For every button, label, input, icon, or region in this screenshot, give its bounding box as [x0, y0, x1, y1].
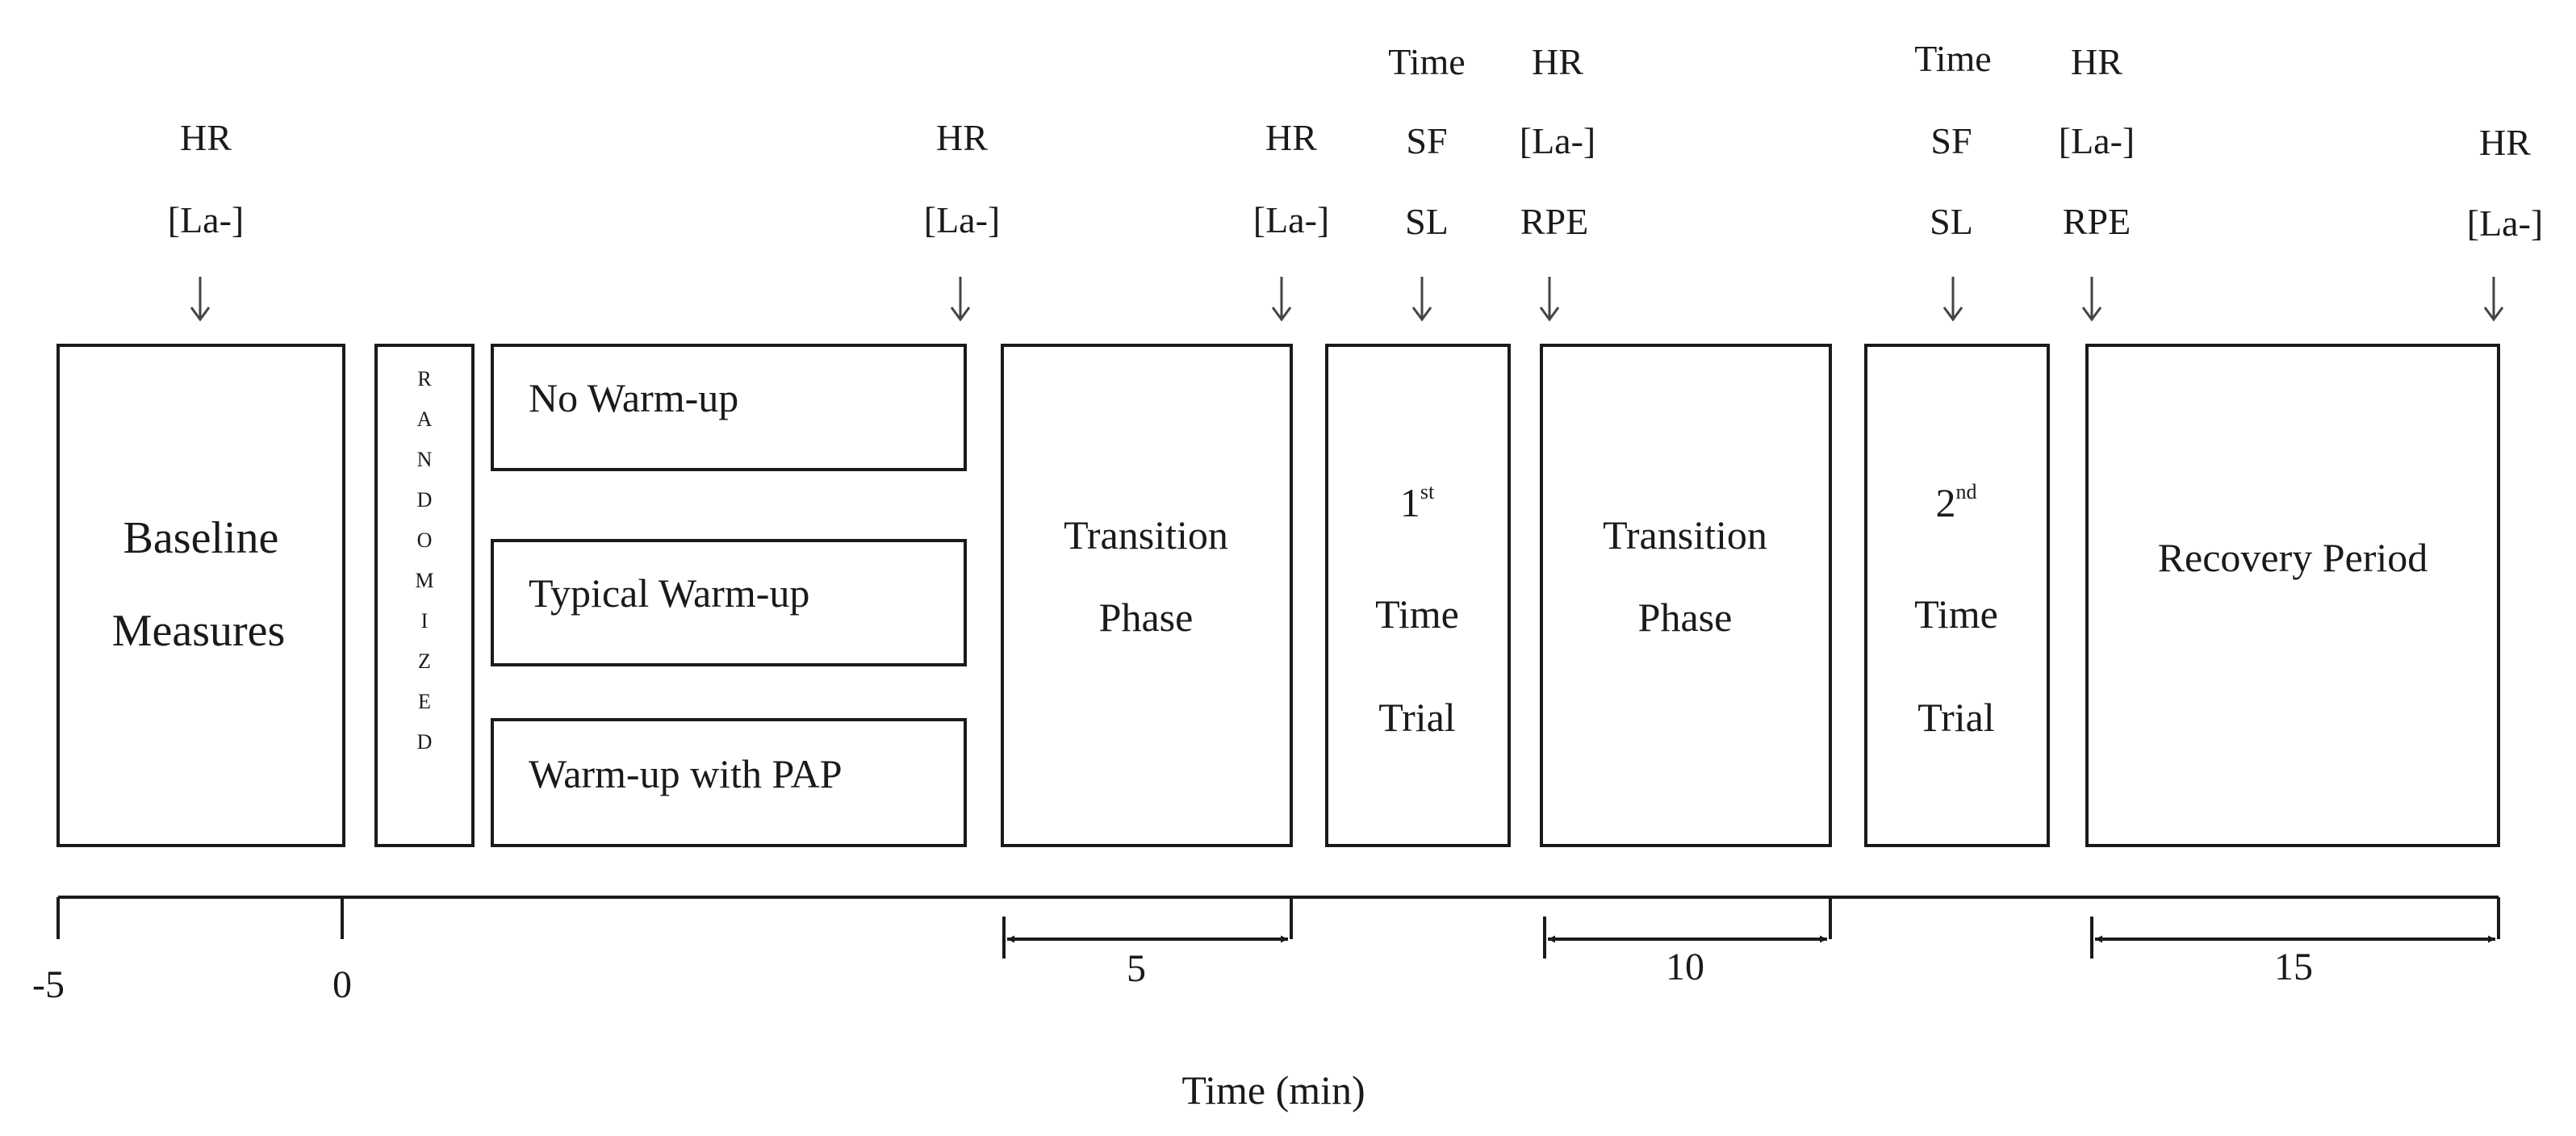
measure-label: SL — [1930, 201, 1973, 242]
randomized-letter: A — [417, 407, 433, 431]
trial-ordinal: 2nd — [1936, 480, 1977, 525]
transition-phase-label: Transition — [1603, 512, 1767, 558]
trial-ordinal-number: 2 — [1936, 480, 1956, 525]
baseline-box-label: Baseline — [123, 513, 279, 563]
measure-label: HR — [180, 117, 232, 158]
randomized-letter: R — [417, 367, 432, 390]
measure-label: RPE — [2063, 201, 2131, 242]
down-arrow-icon — [950, 277, 971, 322]
no-warmup-box: No Warm-up — [491, 344, 967, 471]
trial-label: Trial — [1917, 695, 1994, 740]
measures-end-transition-1: HR [La-] — [1253, 117, 1329, 322]
randomized-letter: Z — [418, 649, 431, 673]
measures-after-trial2: HR [La-] RPE — [2059, 41, 2135, 322]
measures-after-trial1: HR [La-] RPE — [1520, 41, 1595, 322]
duration-5-marker: 5 — [1002, 917, 1288, 990]
measures-end-recovery: HR [La-] — [2467, 122, 2543, 322]
randomized-letter: O — [417, 528, 433, 552]
randomized-letter: D — [417, 730, 433, 754]
measure-label: SF — [1406, 120, 1447, 161]
duration-label: 5 — [1127, 947, 1146, 990]
randomized-letter: I — [421, 609, 429, 633]
trial-ordinal-number: 1 — [1400, 480, 1420, 525]
typical-warmup-box: Typical Warm-up — [491, 539, 967, 666]
trial-ordinal: 1st — [1400, 480, 1435, 525]
timeline: -5 0 5 10 15 Time (min) — [32, 896, 2500, 1113]
trial-label: Time — [1914, 591, 1998, 637]
trial-ordinal-suffix: st — [1420, 480, 1435, 503]
trial-2-box: 2nd Time Trial — [1864, 344, 2050, 847]
measure-label: SL — [1405, 201, 1449, 242]
measure-label: [La-] — [2059, 120, 2135, 161]
measures-trial1: Time SF SL — [1388, 41, 1466, 322]
duration-15-marker: 15 — [2090, 917, 2495, 988]
down-arrow-icon — [1539, 277, 1560, 322]
measure-label: Time — [1388, 41, 1465, 82]
transition-phase-1-box: Transition Phase — [1001, 344, 1293, 847]
baseline-box-label: Measures — [112, 606, 286, 656]
transition-phase-label: Transition — [1064, 512, 1228, 558]
measure-label: [La-] — [168, 199, 244, 240]
measures-after-warmup: HR [La-] — [924, 117, 1000, 322]
trial-1-box: 1st Time Trial — [1325, 344, 1511, 847]
transition-phase-2-box: Transition Phase — [1540, 344, 1832, 847]
measure-label: [La-] — [924, 199, 1000, 240]
duration-label: 15 — [2274, 946, 2313, 988]
warmup-option-label: No Warm-up — [529, 375, 738, 420]
duration-10-marker: 10 — [1543, 917, 1827, 988]
measure-label: HR — [2479, 122, 2531, 163]
measure-label: Time — [1914, 38, 1991, 79]
warmup-option-label: Typical Warm-up — [529, 570, 809, 616]
measure-label: RPE — [1520, 201, 1588, 242]
down-arrow-icon — [2483, 277, 2504, 322]
timeline-tick-label: 0 — [332, 963, 352, 1006]
randomized-letter: M — [415, 569, 433, 592]
trial-label: Trial — [1378, 695, 1455, 740]
measure-label: HR — [1532, 41, 1583, 82]
baseline-box: Baseline Measures — [56, 344, 345, 847]
measure-label: [La-] — [1253, 199, 1329, 240]
recovery-period-label: Recovery Period — [2158, 535, 2428, 580]
timeline-axis-label: Time (min) — [1181, 1067, 1365, 1113]
randomized-letter: N — [417, 448, 433, 471]
measure-label: [La-] — [1520, 120, 1595, 161]
measure-label: SF — [1930, 120, 1972, 161]
transition-phase-label: Phase — [1638, 595, 1733, 640]
recovery-period-box: Recovery Period — [2085, 344, 2500, 847]
down-arrow-icon — [2081, 277, 2102, 322]
randomized-letter: D — [417, 488, 433, 512]
down-arrow-icon — [1271, 277, 1292, 322]
warmup-option-label: Warm-up with PAP — [529, 751, 843, 796]
down-arrow-icon — [190, 277, 211, 322]
measures-baseline: HR [La-] — [168, 117, 244, 322]
trial-ordinal-suffix: nd — [1956, 480, 1977, 503]
timeline-tick-label: -5 — [32, 963, 65, 1006]
measures-trial2: Time SF SL — [1914, 38, 1992, 322]
duration-label: 10 — [1666, 946, 1704, 988]
trial-label: Time — [1375, 591, 1459, 637]
down-arrow-icon — [1942, 277, 1963, 322]
measure-label: HR — [936, 117, 988, 158]
down-arrow-icon — [1411, 277, 1432, 322]
randomized-letter: E — [418, 690, 431, 713]
measure-label: [La-] — [2467, 203, 2543, 244]
pap-warmup-box: Warm-up with PAP — [491, 718, 967, 847]
measure-label: HR — [2071, 41, 2122, 82]
transition-phase-label: Phase — [1099, 595, 1194, 640]
measure-label: HR — [1265, 117, 1317, 158]
